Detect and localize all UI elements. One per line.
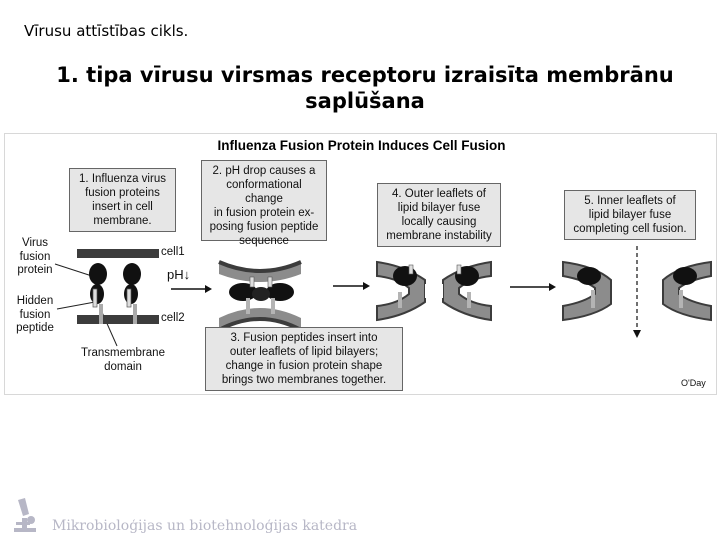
step4-line4: membrane instability <box>386 230 492 242</box>
step1-line3: insert in cell <box>92 201 153 213</box>
footer-department-name: Mikrobioloģijas un biotehnoloģijas kated… <box>52 518 358 534</box>
label-virus-line1: Virus <box>22 237 48 249</box>
label-virus-fusion-protein: Virus fusion protein <box>13 237 57 278</box>
figure-credit: O'Day <box>681 378 706 388</box>
step3-line2: outer leaflets of lipid bilayers; <box>229 346 379 358</box>
step4-box: 4. Outer leaflets of lipid bilayer fuse … <box>377 183 501 247</box>
step2-box: 2. pH drop causes a conformational chang… <box>201 160 327 247</box>
step4-line1: 4. Outer leaflets of <box>392 188 486 200</box>
label-hidden-fusion-peptide: Hidden fusion peptide <box>11 295 59 336</box>
step2-line4: posing fusion peptide <box>209 221 319 233</box>
fusion-protein-2 <box>123 263 141 324</box>
step3-line4: brings two membranes together. <box>221 374 387 386</box>
department-logo-icon <box>14 498 36 532</box>
cell2-membrane <box>77 315 159 324</box>
stage5-membranes <box>562 246 712 338</box>
slide-title-line2: saplūšana <box>305 89 425 114</box>
step5-box: 5. Inner leaflets of lipid bilayer fuse … <box>564 190 696 240</box>
corner-title: Vīrusu attīstības cikls. <box>24 22 189 40</box>
step2-line2: conformational change <box>226 179 302 205</box>
label-cell1: cell1 <box>161 246 185 258</box>
fusion-protein-1 <box>89 263 107 324</box>
label-cell2: cell2 <box>161 312 185 324</box>
label-transmembrane-domain: Transmembrane domain <box>71 347 175 374</box>
step2-line1: 2. pH drop causes a <box>212 165 316 177</box>
step1-line2: fusion proteins <box>85 187 160 199</box>
step3-line1: 3. Fusion peptides insert into <box>230 332 378 344</box>
slide-title: 1. tipa vīrusu virsmas receptoru izraisī… <box>40 62 690 115</box>
label-hidden-line3: peptide <box>16 322 54 334</box>
step2-line5: sequence <box>239 235 289 247</box>
callout-line-virus <box>54 263 96 278</box>
label-virus-line3: protein <box>17 264 53 276</box>
label-hidden-line2: fusion <box>19 308 51 321</box>
step5-line2: lipid bilayer fuse <box>588 209 672 221</box>
stage4-membranes <box>376 260 492 322</box>
label-tm-line1: Transmembrane <box>81 347 165 359</box>
step1-box: 1. Influenza virus fusion proteins inser… <box>69 168 176 232</box>
step1-line4: membrane. <box>93 215 152 227</box>
step5-line3: completing cell fusion. <box>573 223 687 235</box>
label-ph-drop: pH↓ <box>167 267 191 282</box>
step5-line1: 5. Inner leaflets of <box>584 195 676 207</box>
step1-line1: 1. Influenza virus <box>79 173 166 185</box>
label-virus-line2: fusion <box>19 250 51 263</box>
step2-line3: in fusion protein ex- <box>213 207 315 219</box>
step3-box: 3. Fusion peptides insert into outer lea… <box>205 327 403 391</box>
fusion-figure: Influenza Fusion Protein Induces Cell Fu… <box>4 133 717 395</box>
callout-line-hidden <box>56 301 96 310</box>
step4-line3: locally causing <box>401 216 477 228</box>
cell1-membrane <box>77 249 159 258</box>
stage3-membranes <box>218 260 302 332</box>
label-hidden-line1: Hidden <box>16 295 54 307</box>
label-tm-line2: domain <box>104 360 142 373</box>
step3-line3: change in fusion protein shape <box>225 360 383 372</box>
slide-title-line1: 1. tipa vīrusu virsmas receptoru izraisī… <box>56 63 674 87</box>
fusion-diagram-graphics <box>54 246 712 347</box>
step4-line2: lipid bilayer fuse <box>397 202 481 214</box>
figure-title: Influenza Fusion Protein Induces Cell Fu… <box>217 138 506 153</box>
